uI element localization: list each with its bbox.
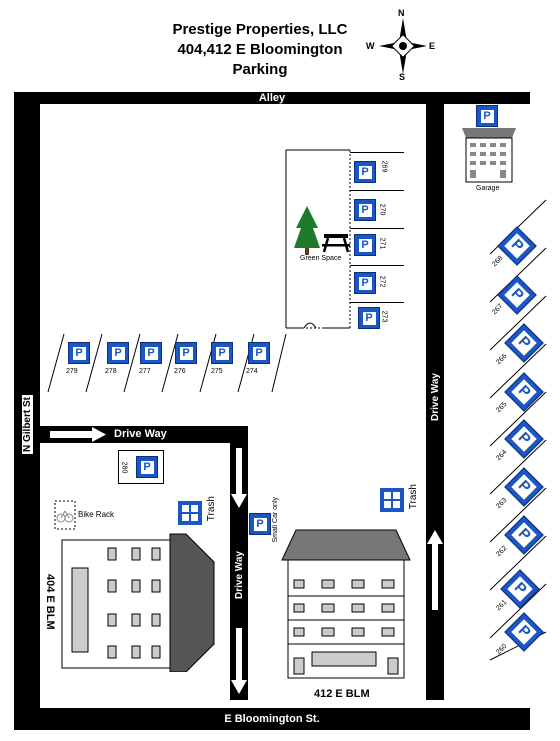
space-279: 279 xyxy=(66,368,78,375)
parking-icon-275: P xyxy=(211,342,233,364)
alley-road: Alley xyxy=(14,92,530,104)
horizontal-drive-label: Drive Way xyxy=(114,428,167,440)
parking-icon-272: P xyxy=(354,272,376,294)
right-arrow-icon xyxy=(50,427,106,442)
compass-west: W xyxy=(366,41,375,51)
garage-label: Garage xyxy=(476,185,500,192)
trash-bin-icon-left xyxy=(178,501,202,525)
space-277: 277 xyxy=(139,368,151,375)
picnic-table-icon xyxy=(322,234,350,253)
down-arrow-icon-bottom xyxy=(231,628,247,694)
garage-building-icon xyxy=(462,128,516,183)
space-274: 274 xyxy=(246,368,258,375)
trash-label-right: Trash xyxy=(408,484,419,510)
building-412-label: 412 E BLM xyxy=(314,688,370,700)
green-space-fence xyxy=(285,149,351,329)
title-line-3: Parking xyxy=(232,61,288,78)
compass-rose: N S W E xyxy=(366,8,440,82)
compass-east: E xyxy=(429,41,436,51)
right-drive-way xyxy=(426,104,444,700)
title-line-2: 404,412 E Bloomington xyxy=(177,41,343,58)
green-space-label: Green Space xyxy=(300,255,342,262)
parking-icon-280: P xyxy=(136,456,158,478)
garage-parking-icon: P xyxy=(476,105,498,127)
space-273: 273 xyxy=(380,310,388,323)
space-272: 272 xyxy=(378,275,386,288)
bloomington-road: E Bloomington St. xyxy=(14,708,530,730)
building-412-icon xyxy=(281,529,411,679)
tree-icon xyxy=(294,206,320,255)
alley-label: Alley xyxy=(258,92,286,104)
building-404-label: 404 E BLM xyxy=(44,574,56,630)
up-arrow-icon xyxy=(427,530,443,610)
parking-icon-269: P xyxy=(354,161,376,183)
compass-south: S xyxy=(399,72,406,82)
left-row-lines xyxy=(47,333,287,393)
parking-icon-271: P xyxy=(354,234,376,256)
parking-icon-276: P xyxy=(175,342,197,364)
middle-drive-label-wrap: Drive Way xyxy=(230,540,248,610)
right-drive-label-wrap: Drive Way xyxy=(426,360,444,434)
trash-bin-icon-right xyxy=(380,488,404,512)
title-line-1: Prestige Properties, LLC xyxy=(172,21,348,38)
compass-north: N xyxy=(398,8,405,18)
middle-drive-label: Drive Way xyxy=(233,551,245,599)
space-280: 280 xyxy=(120,461,128,474)
space-276: 276 xyxy=(174,368,186,375)
bike-rack-label: Bike Rack xyxy=(78,510,115,519)
down-arrow-icon-top xyxy=(231,448,247,508)
bloomington-label: E Bloomington St. xyxy=(224,713,320,725)
parking-icon-277: P xyxy=(140,342,162,364)
parking-icon-270: P xyxy=(354,199,376,221)
space-270: 270 xyxy=(378,203,386,216)
parking-icon-278: P xyxy=(107,342,129,364)
space-269: 269 xyxy=(380,160,388,173)
gilbert-label-wrap: N Gilbert St xyxy=(14,380,40,470)
space-278: 278 xyxy=(105,368,117,375)
small-car-parking-icon: P xyxy=(249,513,271,535)
parking-icon-279: P xyxy=(68,342,90,364)
space-275: 275 xyxy=(211,368,223,375)
space-271: 271 xyxy=(378,237,386,250)
map-title: Prestige Properties, LLC 404,412 E Bloom… xyxy=(140,20,380,80)
parking-icon-273: P xyxy=(358,307,380,329)
trash-label-left: Trash xyxy=(206,496,217,522)
bike-rack-icon xyxy=(54,500,76,530)
compass-icon xyxy=(379,18,427,74)
building-404-icon xyxy=(61,533,215,672)
gilbert-label: N Gilbert St xyxy=(21,395,33,455)
space-280-box xyxy=(118,450,164,484)
middle-drive-way xyxy=(230,443,248,700)
parking-icon-274: P xyxy=(248,342,270,364)
right-drive-label: Drive Way xyxy=(429,373,441,421)
small-car-label: Small Car only xyxy=(272,497,279,543)
